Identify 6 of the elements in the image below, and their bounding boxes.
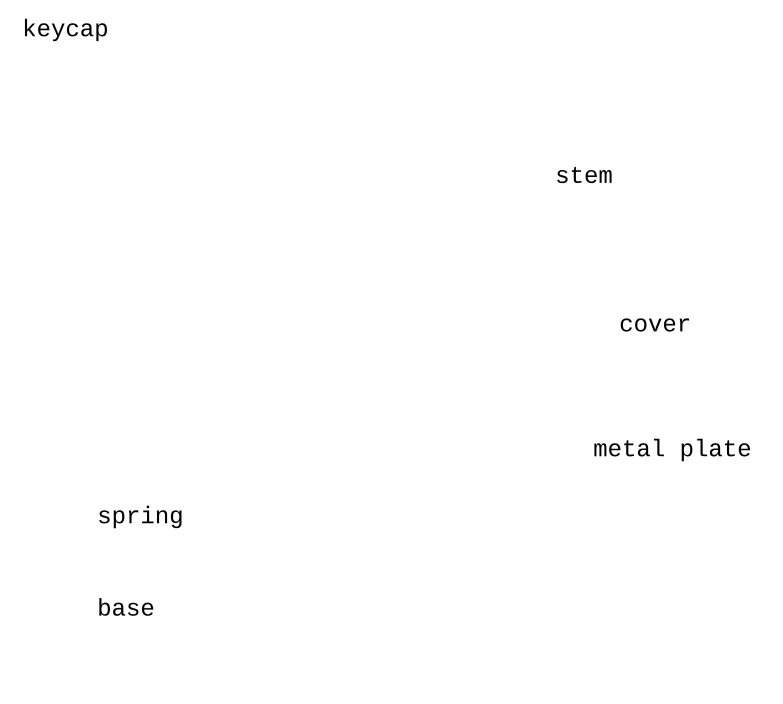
part-label: cover [620,318,690,332]
part-label: base [99,598,154,616]
part-label: spring [99,506,182,528]
part-label: metal plate [594,438,750,462]
part-label: keycap [24,18,107,42]
part-label: stem [557,166,612,184]
